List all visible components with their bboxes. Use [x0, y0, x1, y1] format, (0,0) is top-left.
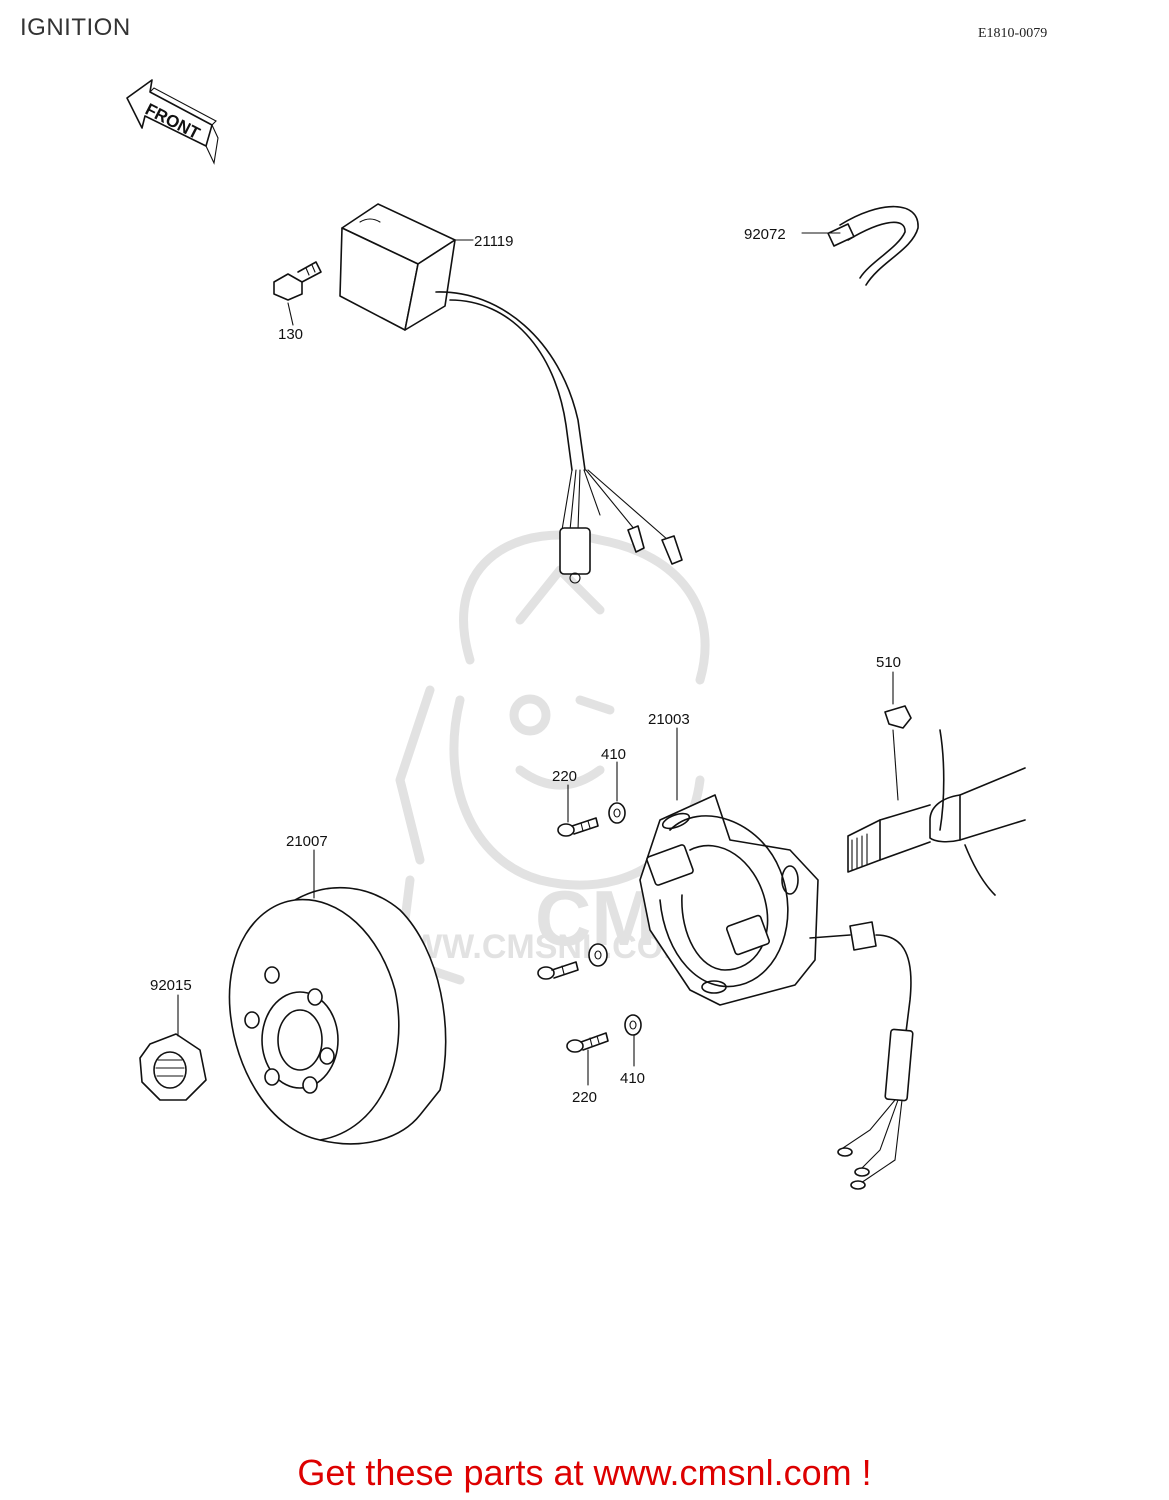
- part-label-220-upper[interactable]: 220: [552, 768, 577, 785]
- part-label-21119[interactable]: 21119: [474, 233, 514, 250]
- part-label-21003[interactable]: 21003: [648, 711, 690, 728]
- cdi-unit: [339, 203, 683, 584]
- flywheel-nut: [139, 1033, 207, 1101]
- get-parts-link[interactable]: Get these parts at www.cmsnl.com !: [297, 1452, 872, 1493]
- washer-upper: [608, 802, 626, 824]
- part-label-510[interactable]: 510: [876, 654, 901, 671]
- part-label-92015[interactable]: 92015: [150, 977, 192, 994]
- flywheel-rotor: [228, 886, 447, 1145]
- part-label-92072[interactable]: 92072: [744, 226, 786, 243]
- screw-middle: [537, 961, 579, 980]
- screw-lower: [566, 1032, 609, 1053]
- part-label-410-upper[interactable]: 410: [601, 746, 626, 763]
- bolt-130: [273, 261, 322, 301]
- front-direction-arrow: FRONT: [126, 79, 219, 165]
- part-label-21007[interactable]: 21007: [286, 833, 328, 850]
- screw-upper: [557, 817, 599, 837]
- leader-lines: [177, 232, 894, 1086]
- band-92072: [827, 205, 919, 286]
- part-label-220-lower[interactable]: 220: [572, 1089, 597, 1106]
- washer-middle: [588, 943, 608, 967]
- exploded-parts-diagram: CMS WWW.CMSNL.COM FRONT: [126, 79, 1026, 1190]
- washer-lower: [624, 1014, 642, 1036]
- part-label-410-lower[interactable]: 410: [620, 1070, 645, 1087]
- crankshaft-end: [847, 705, 1026, 896]
- diagram-code: E1810-0079: [978, 26, 1048, 41]
- stator-plate: [639, 794, 914, 1190]
- page-title: IGNITION: [20, 14, 131, 41]
- part-label-130[interactable]: 130: [278, 326, 303, 343]
